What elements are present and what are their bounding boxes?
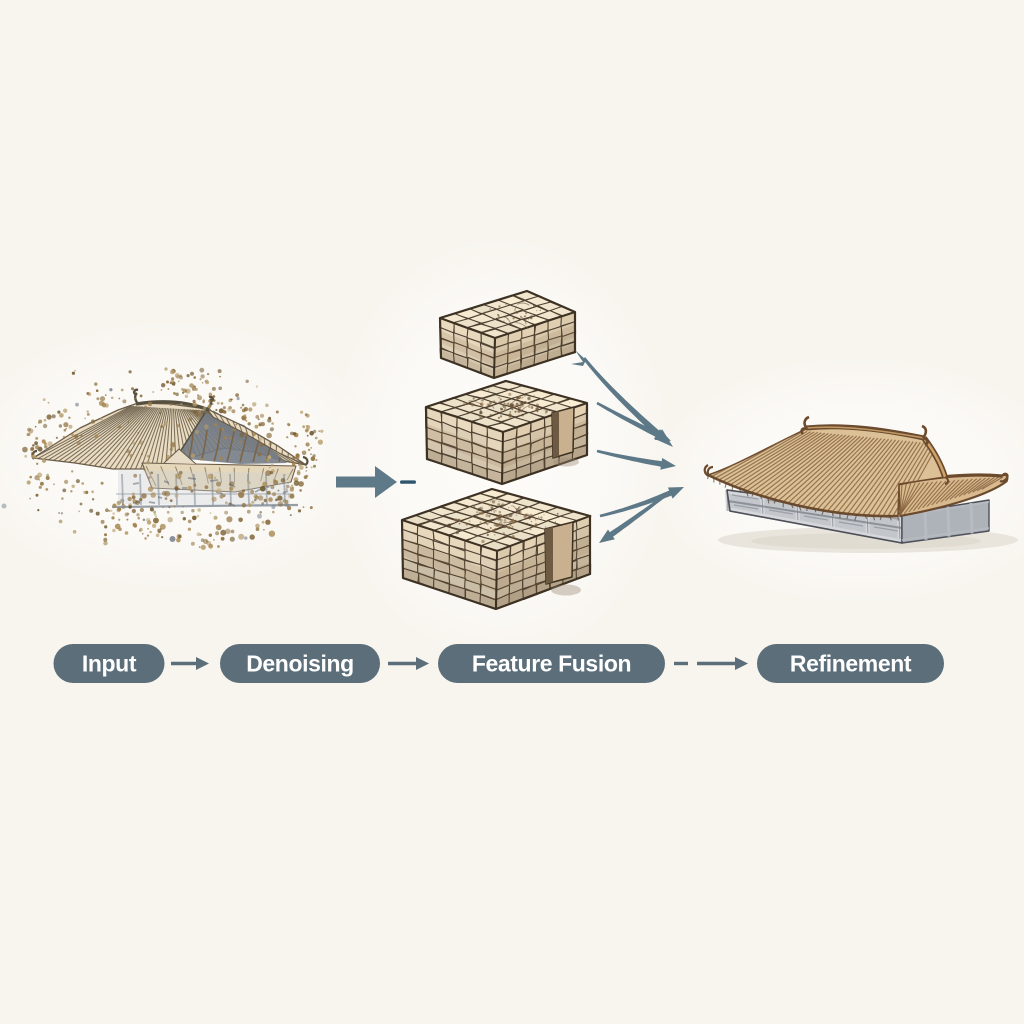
svg-text:Feature Fusion: Feature Fusion (472, 651, 631, 677)
svg-text:Refinement: Refinement (790, 651, 912, 677)
svg-text:Denoising: Denoising (246, 651, 354, 677)
svg-text:Input: Input (82, 651, 137, 677)
